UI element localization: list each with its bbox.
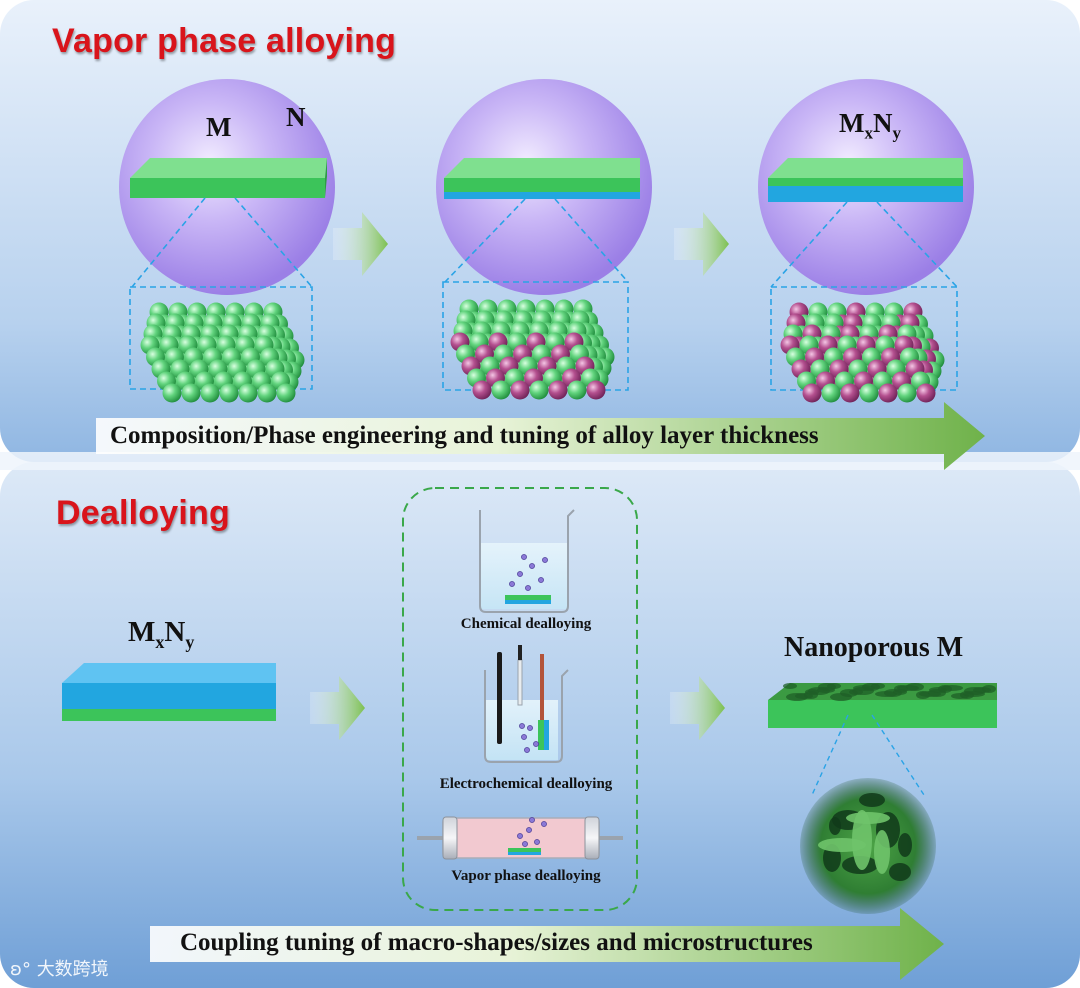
- dissolved-atom: [522, 841, 527, 846]
- panel-divider: [0, 452, 1080, 470]
- top-panel-title: Vapor phase alloying: [52, 22, 396, 61]
- bottom-arrow-caption: Coupling tuning of macro-shapes/sizes an…: [180, 929, 813, 957]
- atom-n: [803, 384, 822, 403]
- dissolved-atom: [517, 571, 522, 576]
- element-n-label: N: [286, 102, 306, 133]
- element-m-label: M: [206, 112, 231, 143]
- watermark-logo: ʚ° 大数跨境: [10, 955, 109, 981]
- pore: [804, 691, 818, 699]
- atom-n: [511, 381, 530, 400]
- dissolved-atom: [527, 725, 532, 730]
- atom-m: [258, 384, 277, 403]
- dissolved-atom: [526, 827, 531, 832]
- film-stage2: [444, 158, 640, 199]
- atom-m: [239, 384, 258, 403]
- atom-m: [201, 384, 220, 403]
- nanoporous-label: Nanoporous M: [784, 632, 963, 664]
- pore: [906, 683, 924, 691]
- dissolved-atom: [529, 817, 534, 822]
- dissolved-atom: [529, 563, 534, 568]
- atom-m: [277, 384, 296, 403]
- nanoporous-film: [768, 683, 997, 728]
- nanoporous-zoom: [800, 778, 936, 914]
- film-stage1: [130, 158, 327, 198]
- dissolved-atom: [534, 839, 539, 844]
- dissolved-atom: [509, 581, 514, 586]
- alloy-mxny-label-top: MxNy: [839, 108, 901, 143]
- mxny-film: [62, 663, 276, 721]
- dissolved-atom: [541, 821, 546, 826]
- film-stage3: [768, 158, 963, 202]
- pore: [982, 685, 996, 693]
- top-arrow-caption: Composition/Phase engineering and tuning…: [110, 422, 819, 450]
- pore: [871, 683, 885, 689]
- dissolved-atom: [517, 833, 522, 838]
- pore: [928, 689, 946, 697]
- watermark-icon: ʚ°: [10, 959, 31, 980]
- dissolved-atom: [524, 747, 529, 752]
- watermark-text: 大数跨境: [37, 959, 109, 980]
- method-label-vapor: Vapor phase dealloying: [403, 868, 649, 885]
- method-label-electrochemical: Electrochemical dealloying: [403, 776, 649, 793]
- atom-n: [587, 381, 606, 400]
- atom-lattice-2: [451, 300, 615, 400]
- pore: [893, 689, 907, 695]
- atom-m: [530, 381, 549, 400]
- dissolved-atom: [519, 723, 524, 728]
- atom-n: [549, 381, 568, 400]
- pore: [889, 863, 911, 881]
- pore: [941, 685, 963, 691]
- atom-m: [492, 381, 511, 400]
- alloy-mxny-label-bottom: MxNy: [128, 616, 194, 653]
- pore: [852, 687, 874, 695]
- dissolved-atom: [521, 554, 526, 559]
- dissolved-atom: [542, 557, 547, 562]
- atom-m: [822, 384, 841, 403]
- atom-lattice-1: [141, 303, 305, 403]
- atom-lattice-3: [781, 303, 945, 403]
- atom-n: [841, 384, 860, 403]
- dissolved-atom: [525, 585, 530, 590]
- ligament: [818, 838, 866, 852]
- pore: [898, 833, 912, 857]
- bottom-panel-title: Dealloying: [56, 494, 230, 533]
- pore: [817, 687, 835, 693]
- pore: [783, 683, 797, 689]
- atom-m: [568, 381, 587, 400]
- pore: [859, 793, 885, 807]
- ligament: [874, 830, 890, 874]
- dissolved-atom: [533, 741, 538, 746]
- pore: [829, 817, 841, 835]
- atom-n: [917, 384, 936, 403]
- pore: [963, 691, 985, 697]
- atom-m: [860, 384, 879, 403]
- atom-m: [182, 384, 201, 403]
- dissolved-atom: [538, 577, 543, 582]
- dissolved-atom: [521, 734, 526, 739]
- atom-n: [473, 381, 492, 400]
- atom-m: [898, 384, 917, 403]
- pore: [830, 693, 852, 701]
- atom-n: [879, 384, 898, 403]
- atom-m: [220, 384, 239, 403]
- atom-m: [163, 384, 182, 403]
- ligament: [846, 812, 890, 824]
- method-label-chemical: Chemical dealloying: [403, 616, 649, 633]
